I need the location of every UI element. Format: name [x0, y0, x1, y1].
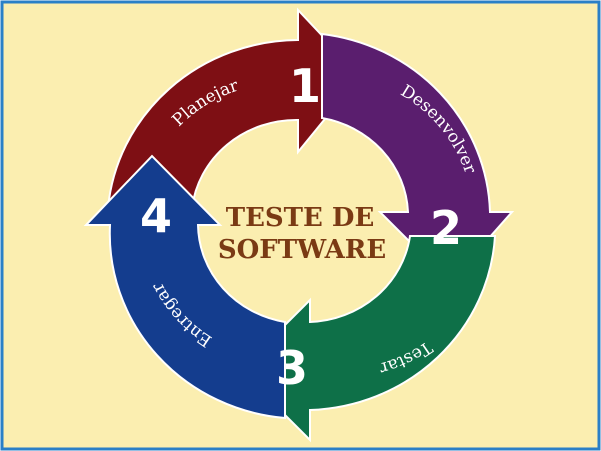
- step-arrow-3: [238, 235, 497, 443]
- step-arrow-2: [321, 32, 515, 284]
- step-number-2: 2: [430, 201, 462, 255]
- center-title-line-1: TESTE DE: [226, 203, 375, 233]
- step-number-4: 4: [140, 189, 172, 243]
- step-arrow-1: [106, 7, 362, 209]
- step-arrow-4: [83, 154, 286, 420]
- step-number-3: 3: [276, 341, 308, 395]
- step-number-1: 1: [289, 59, 321, 113]
- center-title-line-2: SOFTWARE: [218, 235, 386, 265]
